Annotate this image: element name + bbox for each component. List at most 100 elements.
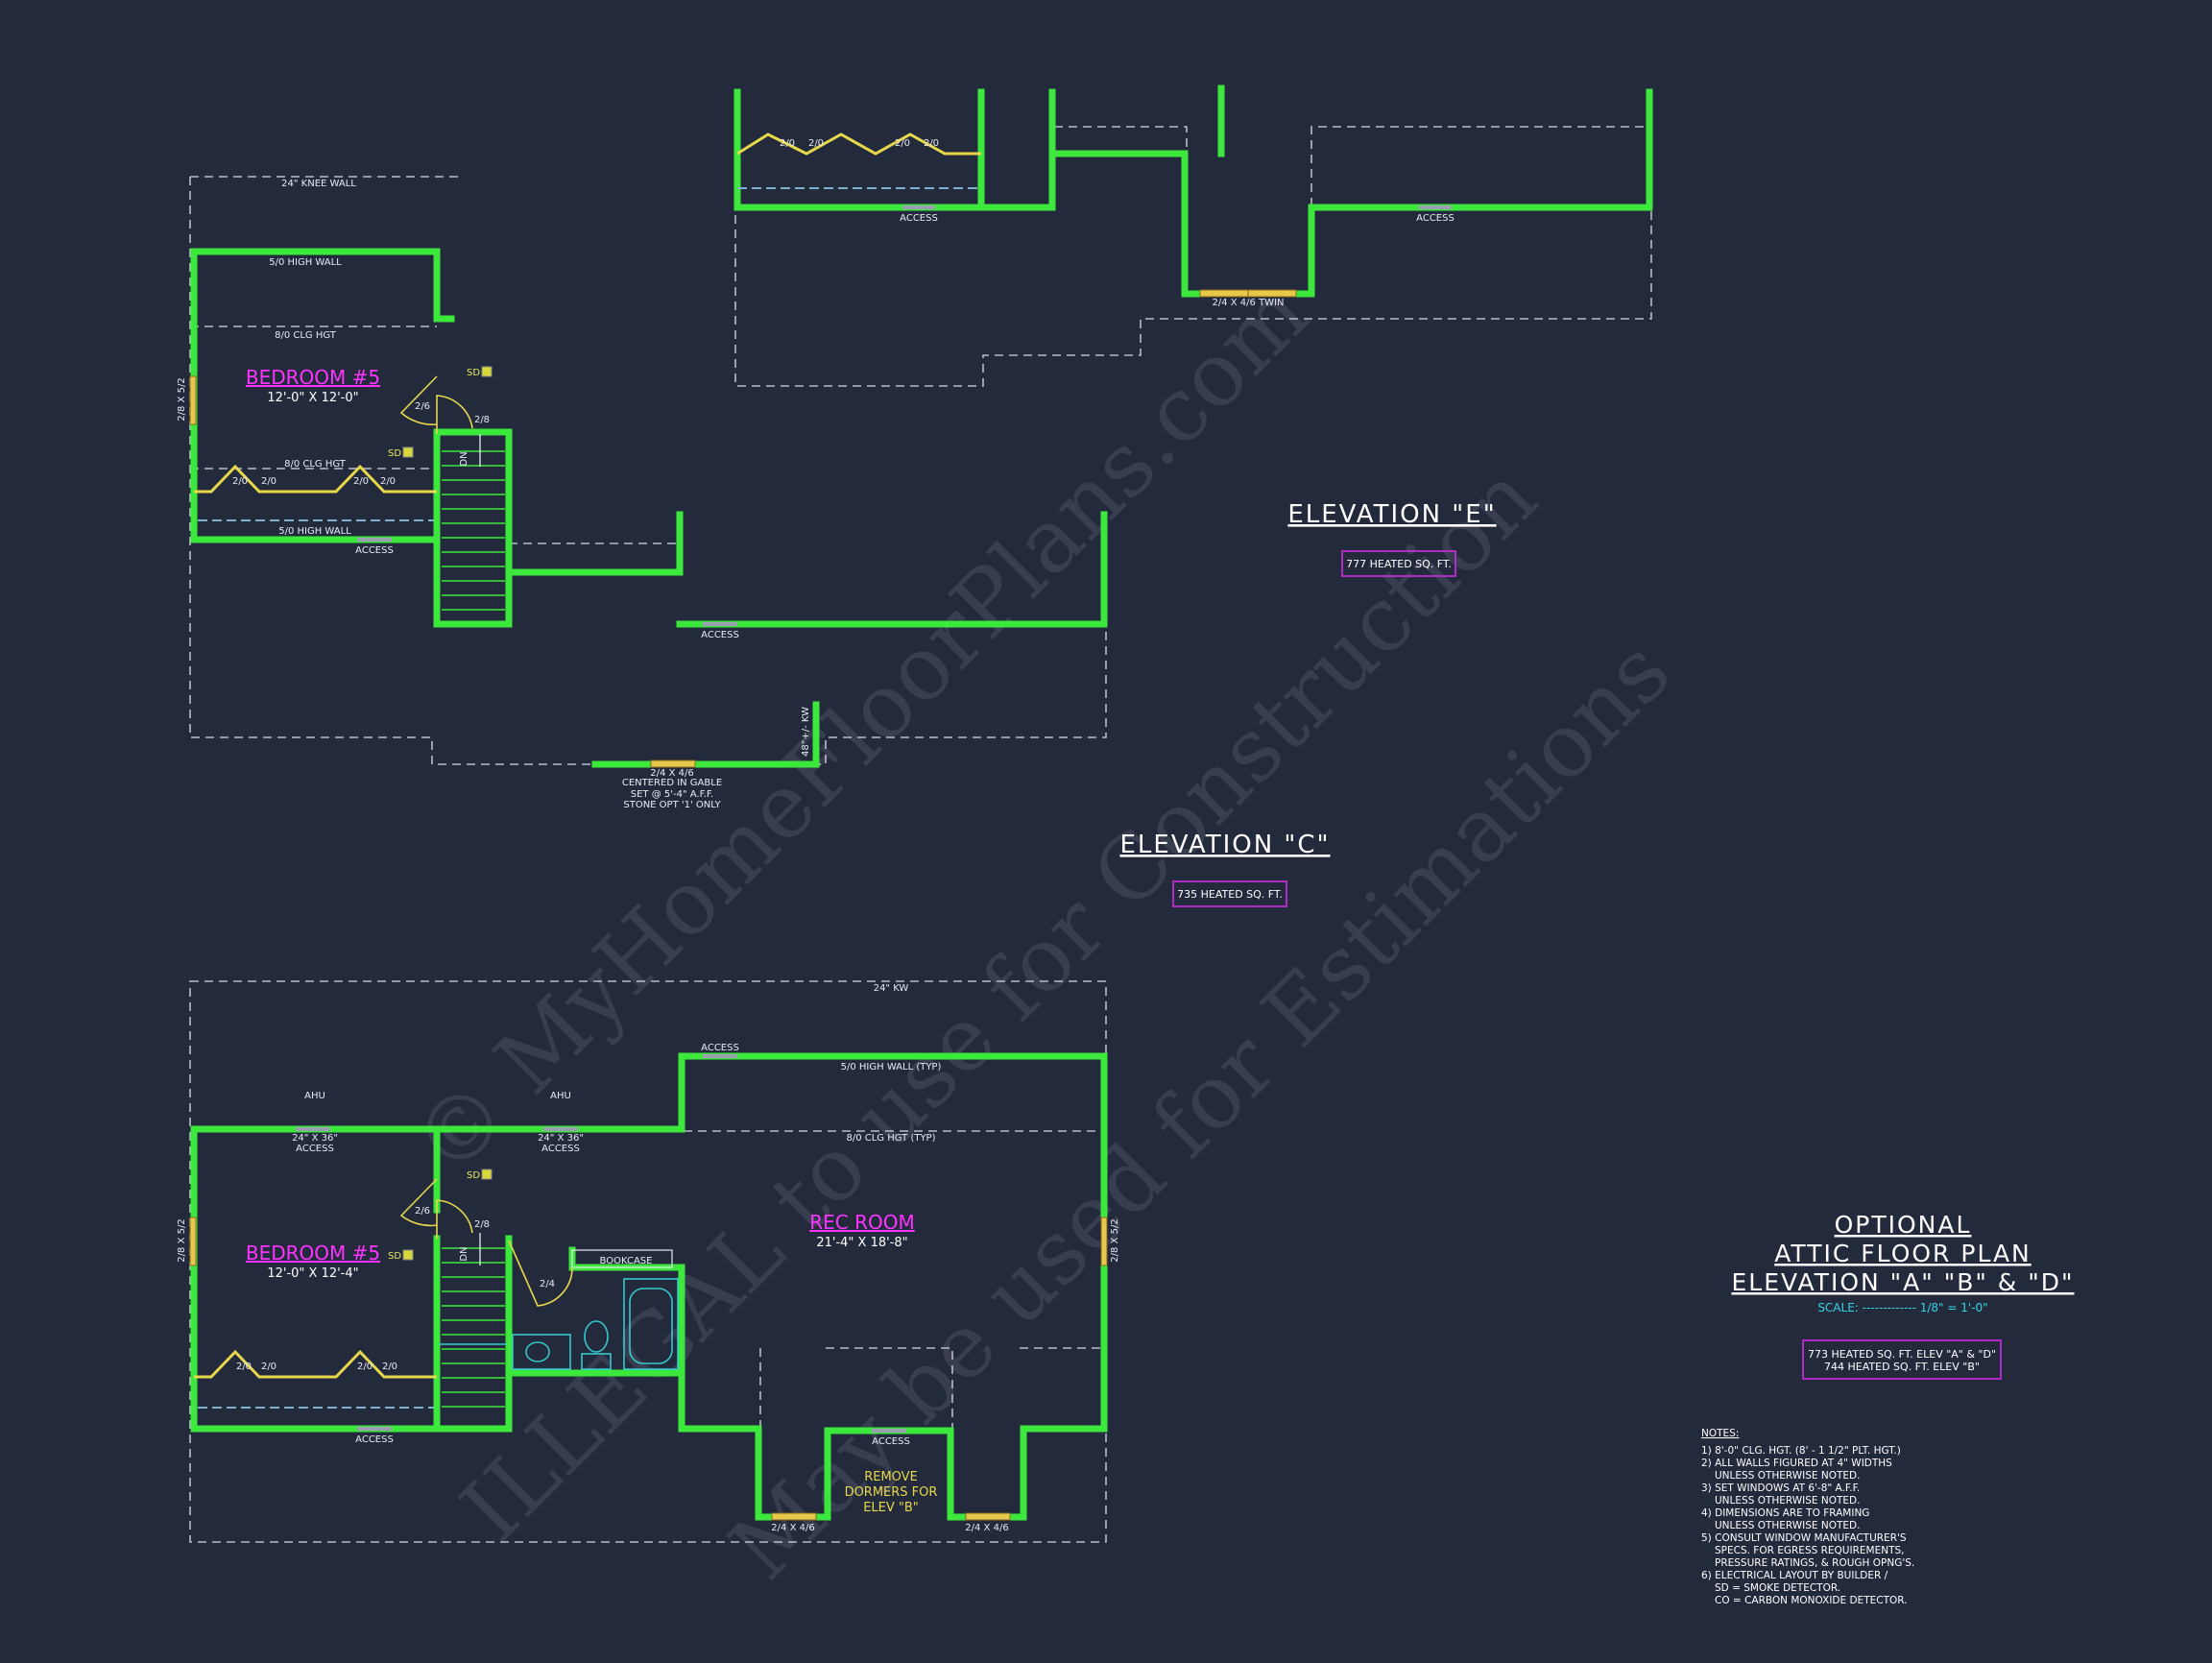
access-hatch — [357, 538, 392, 542]
access-hatch — [543, 1127, 578, 1131]
gable-note: STONE OPT '1' ONLY — [623, 800, 721, 810]
high-wall-label: 5/0 HIGH WALL — [278, 526, 351, 537]
sd-label: SD — [388, 448, 401, 459]
stair-treads — [442, 450, 505, 611]
window-label: 2/4 X 4/6 — [965, 1523, 1008, 1533]
clg-hgt-label: 8/0 CLG HGT — [275, 330, 337, 341]
window — [965, 1512, 1011, 1521]
high-wall-label: 5/0 HIGH WALL — [269, 257, 342, 268]
access-hatch — [703, 622, 737, 626]
ahu-label: AHU — [304, 1091, 325, 1101]
note-line: UNLESS OTHERWISE NOTED. — [1715, 1495, 1860, 1506]
attic-boundary-dashed — [189, 980, 1107, 1543]
dormer-window-label: 2/0 — [261, 476, 276, 487]
note-line: CO = CARBON MONOXIDE DETECTOR. — [1715, 1595, 1908, 1606]
sd-label: SD — [467, 1170, 480, 1181]
stair-direction: DN — [459, 1246, 469, 1261]
room-name: BEDROOM #5 — [246, 366, 380, 389]
note-line: 4) DIMENSIONS ARE TO FRAMING — [1701, 1507, 1869, 1519]
dormer-roof — [194, 464, 437, 494]
smoke-detector-icon — [481, 366, 493, 377]
elevation-title: ELEVATION "C" — [1119, 831, 1330, 859]
sqft-line-2: 744 HEATED SQ. FT. ELEV "B" — [1824, 1361, 1980, 1373]
access-label: ACCESS — [1416, 213, 1455, 224]
plan-elevation-e: 2/0 2/0 2/0 2/0 ACCESS ACCESS 2/4 X 4/6 … — [733, 84, 1653, 387]
door-label: 2/8 — [474, 1219, 490, 1230]
wall-corner — [977, 88, 1056, 211]
ahu-access-label: 24" X 36" — [538, 1133, 584, 1144]
door-swing — [508, 1240, 573, 1307]
window — [1247, 289, 1297, 298]
scale-label: SCALE: ------------- 1/8" = 1'-0" — [1817, 1301, 1987, 1314]
stair-direction: DN — [459, 451, 469, 466]
door-swing — [436, 395, 473, 434]
ahu-label: AHU — [550, 1091, 571, 1101]
elevation-c-label: ELEVATION "C" 735 HEATED SQ. FT. — [1119, 831, 1330, 907]
bookcase-label: BOOKCASE — [600, 1256, 653, 1266]
notes-heading: NOTES: — [1701, 1428, 1739, 1439]
door-label: 2/8 — [474, 415, 490, 425]
access-hatch — [902, 205, 935, 209]
note-line: 3) SET WINDOWS AT 6'-8" A.F.F. — [1701, 1482, 1860, 1494]
window-twin-label: 2/4 X 4/6 TWIN — [1213, 298, 1285, 308]
gable-note: CENTERED IN GABLE — [622, 778, 722, 788]
sd-label: SD — [388, 1251, 401, 1262]
sink-icon — [525, 1341, 550, 1362]
access-label: ACCESS — [355, 545, 394, 556]
elevation-title: ELEVATION "E" — [1287, 500, 1496, 529]
sqft-box — [1172, 880, 1287, 907]
ahu-access-label: ACCESS — [541, 1144, 580, 1154]
access-hatch — [296, 1127, 330, 1131]
wall-hall — [505, 511, 684, 576]
clg-hgt-label: 8/0 CLG HGT — [284, 459, 347, 470]
knee-wall-label: 24" KNEE WALL — [281, 179, 356, 189]
knee-wall-label: 48"+/- KW — [801, 707, 811, 757]
wall-attic-right — [676, 511, 1108, 628]
gable-note: SET @ 5'-4" A.F.F. — [631, 789, 713, 800]
note-line: UNLESS OTHERWISE NOTED. — [1715, 1520, 1860, 1531]
remove-dormers-note: DORMERS FOR — [845, 1485, 938, 1500]
watermark: © MyHomeFloorPlans.com ILLEGAL to use fo… — [394, 262, 1690, 1600]
wall-main — [1048, 88, 1653, 298]
room-dimensions: 12'-0" X 12'-0" — [267, 391, 358, 405]
stair-treads — [442, 1247, 505, 1408]
note-line: 5) CONSULT WINDOW MANUFACTURER'S — [1701, 1532, 1907, 1544]
door-swing — [436, 1199, 473, 1239]
smoke-detector-icon — [402, 446, 414, 458]
title-line-1: OPTIONAL — [1835, 1211, 1972, 1239]
access-hatch — [703, 1054, 737, 1058]
sd-label: SD — [467, 368, 480, 378]
dormer-window-label: 2/0 — [895, 138, 910, 149]
dormer-roof — [736, 133, 981, 156]
ahu-access-label: ACCESS — [296, 1144, 334, 1154]
note-line: UNLESS OTHERWISE NOTED. — [1715, 1470, 1860, 1482]
bookcase — [571, 1249, 673, 1268]
remove-dormers-note: REMOVE — [864, 1470, 918, 1484]
room-name: BEDROOM #5 — [246, 1241, 380, 1265]
notes-block: NOTES: 1) 8'-0" CLG. HGT. (8' - 1 1/2" P… — [1701, 1428, 1914, 1606]
room-dimensions: 12'-0" X 12'-4" — [267, 1266, 358, 1281]
dormer-window-label: 2/0 — [357, 1362, 373, 1372]
note-line: 6) ELECTRICAL LAYOUT BY BUILDER / — [1701, 1570, 1888, 1581]
window-label: 2/4 X 4/6 — [771, 1523, 814, 1533]
window-label: 2/8 X 5/2 — [1110, 1218, 1120, 1262]
vanity — [512, 1334, 571, 1370]
title-line-3: ELEVATION "A" "B" & "D" — [1732, 1268, 2075, 1296]
wall-bedroom-top — [190, 248, 455, 323]
note-line: 2) ALL WALLS FIGURED AT 4" WIDTHS — [1701, 1458, 1892, 1469]
attic-boundary-dashed — [734, 126, 1652, 387]
smoke-detector-icon — [402, 1249, 414, 1261]
room-name: REC ROOM — [809, 1211, 915, 1234]
ahu-access-label: 24" X 36" — [292, 1133, 338, 1144]
access-hatch — [1419, 205, 1452, 209]
wall-bedroom-left — [190, 248, 441, 543]
door-swing — [399, 1178, 438, 1227]
toilet-tank — [581, 1353, 612, 1370]
dormer-window-label: 2/0 — [780, 138, 795, 149]
gable-window-label: 2/4 X 4/6 — [650, 768, 693, 779]
note-line: SD = SMOKE DETECTOR. — [1715, 1582, 1840, 1594]
dormer-window-label: 2/0 — [924, 138, 939, 149]
window — [189, 1217, 197, 1266]
access-hatch — [357, 1427, 392, 1431]
